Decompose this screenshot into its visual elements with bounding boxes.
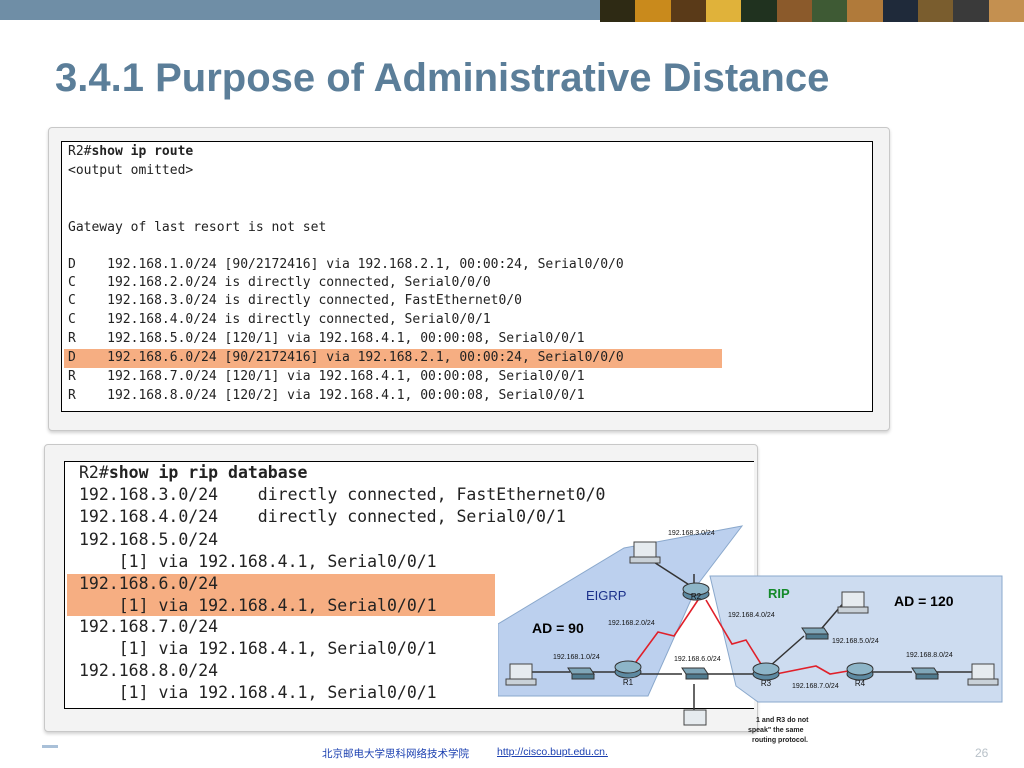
route-text: 192.168.1.0/24 [90/2172416] via 192.168.… bbox=[107, 257, 624, 272]
link-r3-lan5 bbox=[769, 635, 805, 667]
route-text: 192.168.7.0/24 [120/1] via 192.168.4.1, … bbox=[107, 369, 585, 384]
route-table-terminal: R2#show ip route <output omitted> Gatewa… bbox=[61, 141, 873, 412]
route-code: R bbox=[68, 369, 76, 384]
route-code: R bbox=[68, 388, 76, 403]
network-label: 192.168.1.0/24 bbox=[553, 654, 600, 661]
route-code: D bbox=[68, 257, 76, 272]
route-code: R bbox=[68, 331, 76, 346]
rip-db-line: 192.168.4.0/24 directly connected, Seria… bbox=[79, 507, 566, 526]
route-row: D 192.168.1.0/24 [90/2172416] via 192.16… bbox=[68, 256, 624, 274]
router-r3-icon: R3 bbox=[752, 662, 780, 688]
route-code: C bbox=[68, 312, 76, 327]
pc-icon bbox=[967, 663, 999, 686]
route-text: 192.168.3.0/24 is directly connected, Fa… bbox=[107, 293, 522, 308]
rip-db-line: [1] via 192.168.4.1, Serial0/0/1 bbox=[79, 552, 437, 571]
switch-icon bbox=[911, 667, 939, 680]
network-label: 192.168.5.0/24 bbox=[832, 638, 879, 645]
route-command-line: R2#show ip route bbox=[68, 143, 193, 161]
network-label: 192.168.4.0/24 bbox=[728, 612, 775, 619]
output-omitted: <output omitted> bbox=[68, 163, 194, 178]
route-text: 192.168.6.0/24 [90/2172416] via 192.168.… bbox=[107, 350, 624, 365]
eigrp-area bbox=[498, 525, 744, 697]
eigrp-label: EIGRP bbox=[586, 588, 626, 603]
prompt: R2# bbox=[79, 463, 109, 482]
switch-icon bbox=[681, 667, 709, 680]
route-code: D bbox=[68, 350, 76, 365]
rip-db-line-highlighted: [1] via 192.168.4.1, Serial0/0/1 bbox=[79, 596, 437, 615]
serial-link-r3-r4 bbox=[775, 665, 855, 675]
note-line: speak" the same bbox=[748, 727, 804, 734]
router-r2-icon: R2 bbox=[682, 582, 710, 601]
route-row: R 192.168.5.0/24 [120/1] via 192.168.4.1… bbox=[68, 330, 585, 348]
router-r4-icon: R4 bbox=[846, 662, 874, 688]
header-photo-strip bbox=[600, 0, 1024, 22]
pc-icon bbox=[505, 663, 537, 686]
serial-link-r1-r2 bbox=[629, 599, 699, 671]
rip-db-line: [1] via 192.168.4.1, Serial0/0/1 bbox=[79, 639, 437, 658]
rip-db-line: 192.168.8.0/24 bbox=[79, 661, 219, 680]
route-row: C 192.168.2.0/24 is directly connected, … bbox=[68, 274, 491, 292]
rip-label: RIP bbox=[768, 586, 790, 601]
route-text: 192.168.4.0/24 is directly connected, Se… bbox=[107, 312, 491, 327]
pc-icon bbox=[629, 541, 661, 564]
route-row-highlighted: D 192.168.6.0/24 [90/2172416] via 192.16… bbox=[68, 349, 624, 367]
note-line: 1 and R3 do not bbox=[756, 717, 809, 724]
network-label: 192.168.6.0/24 bbox=[674, 656, 721, 663]
footer-link[interactable]: http://cisco.bupt.edu.cn. bbox=[497, 746, 608, 758]
rip-ad-label: AD = 120 bbox=[894, 593, 954, 609]
eigrp-ad-label: AD = 90 bbox=[532, 620, 584, 636]
rip-db-line: 192.168.7.0/24 bbox=[79, 617, 219, 636]
switch-icon bbox=[801, 627, 829, 640]
route-text: 192.168.8.0/24 [120/2] via 192.168.4.1, … bbox=[107, 388, 585, 403]
route-code: C bbox=[68, 275, 76, 290]
pc-icon bbox=[837, 591, 869, 614]
footer-org-name: 北京邮电大学思科网络技术学院 bbox=[322, 748, 469, 760]
route-row: C 192.168.3.0/24 is directly connected, … bbox=[68, 292, 522, 310]
page-number: 26 bbox=[975, 746, 989, 760]
router-r2-label: R2 bbox=[691, 592, 702, 601]
rip-db-line-highlighted: 192.168.6.0/24 bbox=[79, 574, 219, 593]
command: show ip route bbox=[91, 144, 194, 159]
gateway-line: Gateway of last resort is not set bbox=[68, 220, 327, 235]
highlight-eigrp-route-6 bbox=[64, 349, 722, 368]
rip-db-line: 192.168.3.0/24 directly connected, FastE… bbox=[79, 485, 606, 504]
router-r3-label: R3 bbox=[761, 679, 772, 688]
router-r1-icon: R1 bbox=[614, 660, 642, 687]
route-text: 192.168.2.0/24 is directly connected, Se… bbox=[107, 275, 491, 290]
footer-logo bbox=[42, 745, 58, 748]
network-topology-diagram: R1 R2 R3 R4 EIGRP RIP AD = 90 AD = 120 1… bbox=[498, 525, 1003, 744]
route-row: R 192.168.7.0/24 [120/1] via 192.168.4.1… bbox=[68, 368, 585, 386]
route-row: R 192.168.8.0/24 [120/2] via 192.168.4.1… bbox=[68, 387, 585, 405]
highlight-rip-network-6 bbox=[67, 574, 495, 616]
slide-title: 3.4.1 Purpose of Administrative Distance bbox=[55, 56, 830, 100]
network-label: 192.168.8.0/24 bbox=[906, 652, 953, 659]
prompt: R2# bbox=[68, 144, 92, 159]
router-r4-label: R4 bbox=[855, 679, 866, 688]
router-r1-label: R1 bbox=[623, 678, 634, 687]
serial-link-r2-r3 bbox=[705, 599, 767, 673]
network-label: 192.168.2.0/24 bbox=[608, 620, 655, 627]
pc-icon bbox=[683, 709, 707, 726]
route-text: 192.168.5.0/24 [120/1] via 192.168.4.1, … bbox=[107, 331, 585, 346]
switch-icon bbox=[567, 667, 595, 680]
route-code: C bbox=[68, 293, 76, 308]
rip-db-line: [1] via 192.168.4.1, Serial0/0/1 bbox=[79, 683, 437, 702]
network-label: 192.168.7.0/24 bbox=[792, 683, 839, 690]
note-line: routing protocol. bbox=[752, 737, 808, 744]
rip-db-line: 192.168.5.0/24 bbox=[79, 530, 219, 549]
rip-command-line: R2#show ip rip database bbox=[79, 462, 308, 484]
network-label: 192.168.3.0/24 bbox=[668, 530, 715, 537]
route-row: C 192.168.4.0/24 is directly connected, … bbox=[68, 311, 491, 329]
command: show ip rip database bbox=[108, 463, 308, 482]
